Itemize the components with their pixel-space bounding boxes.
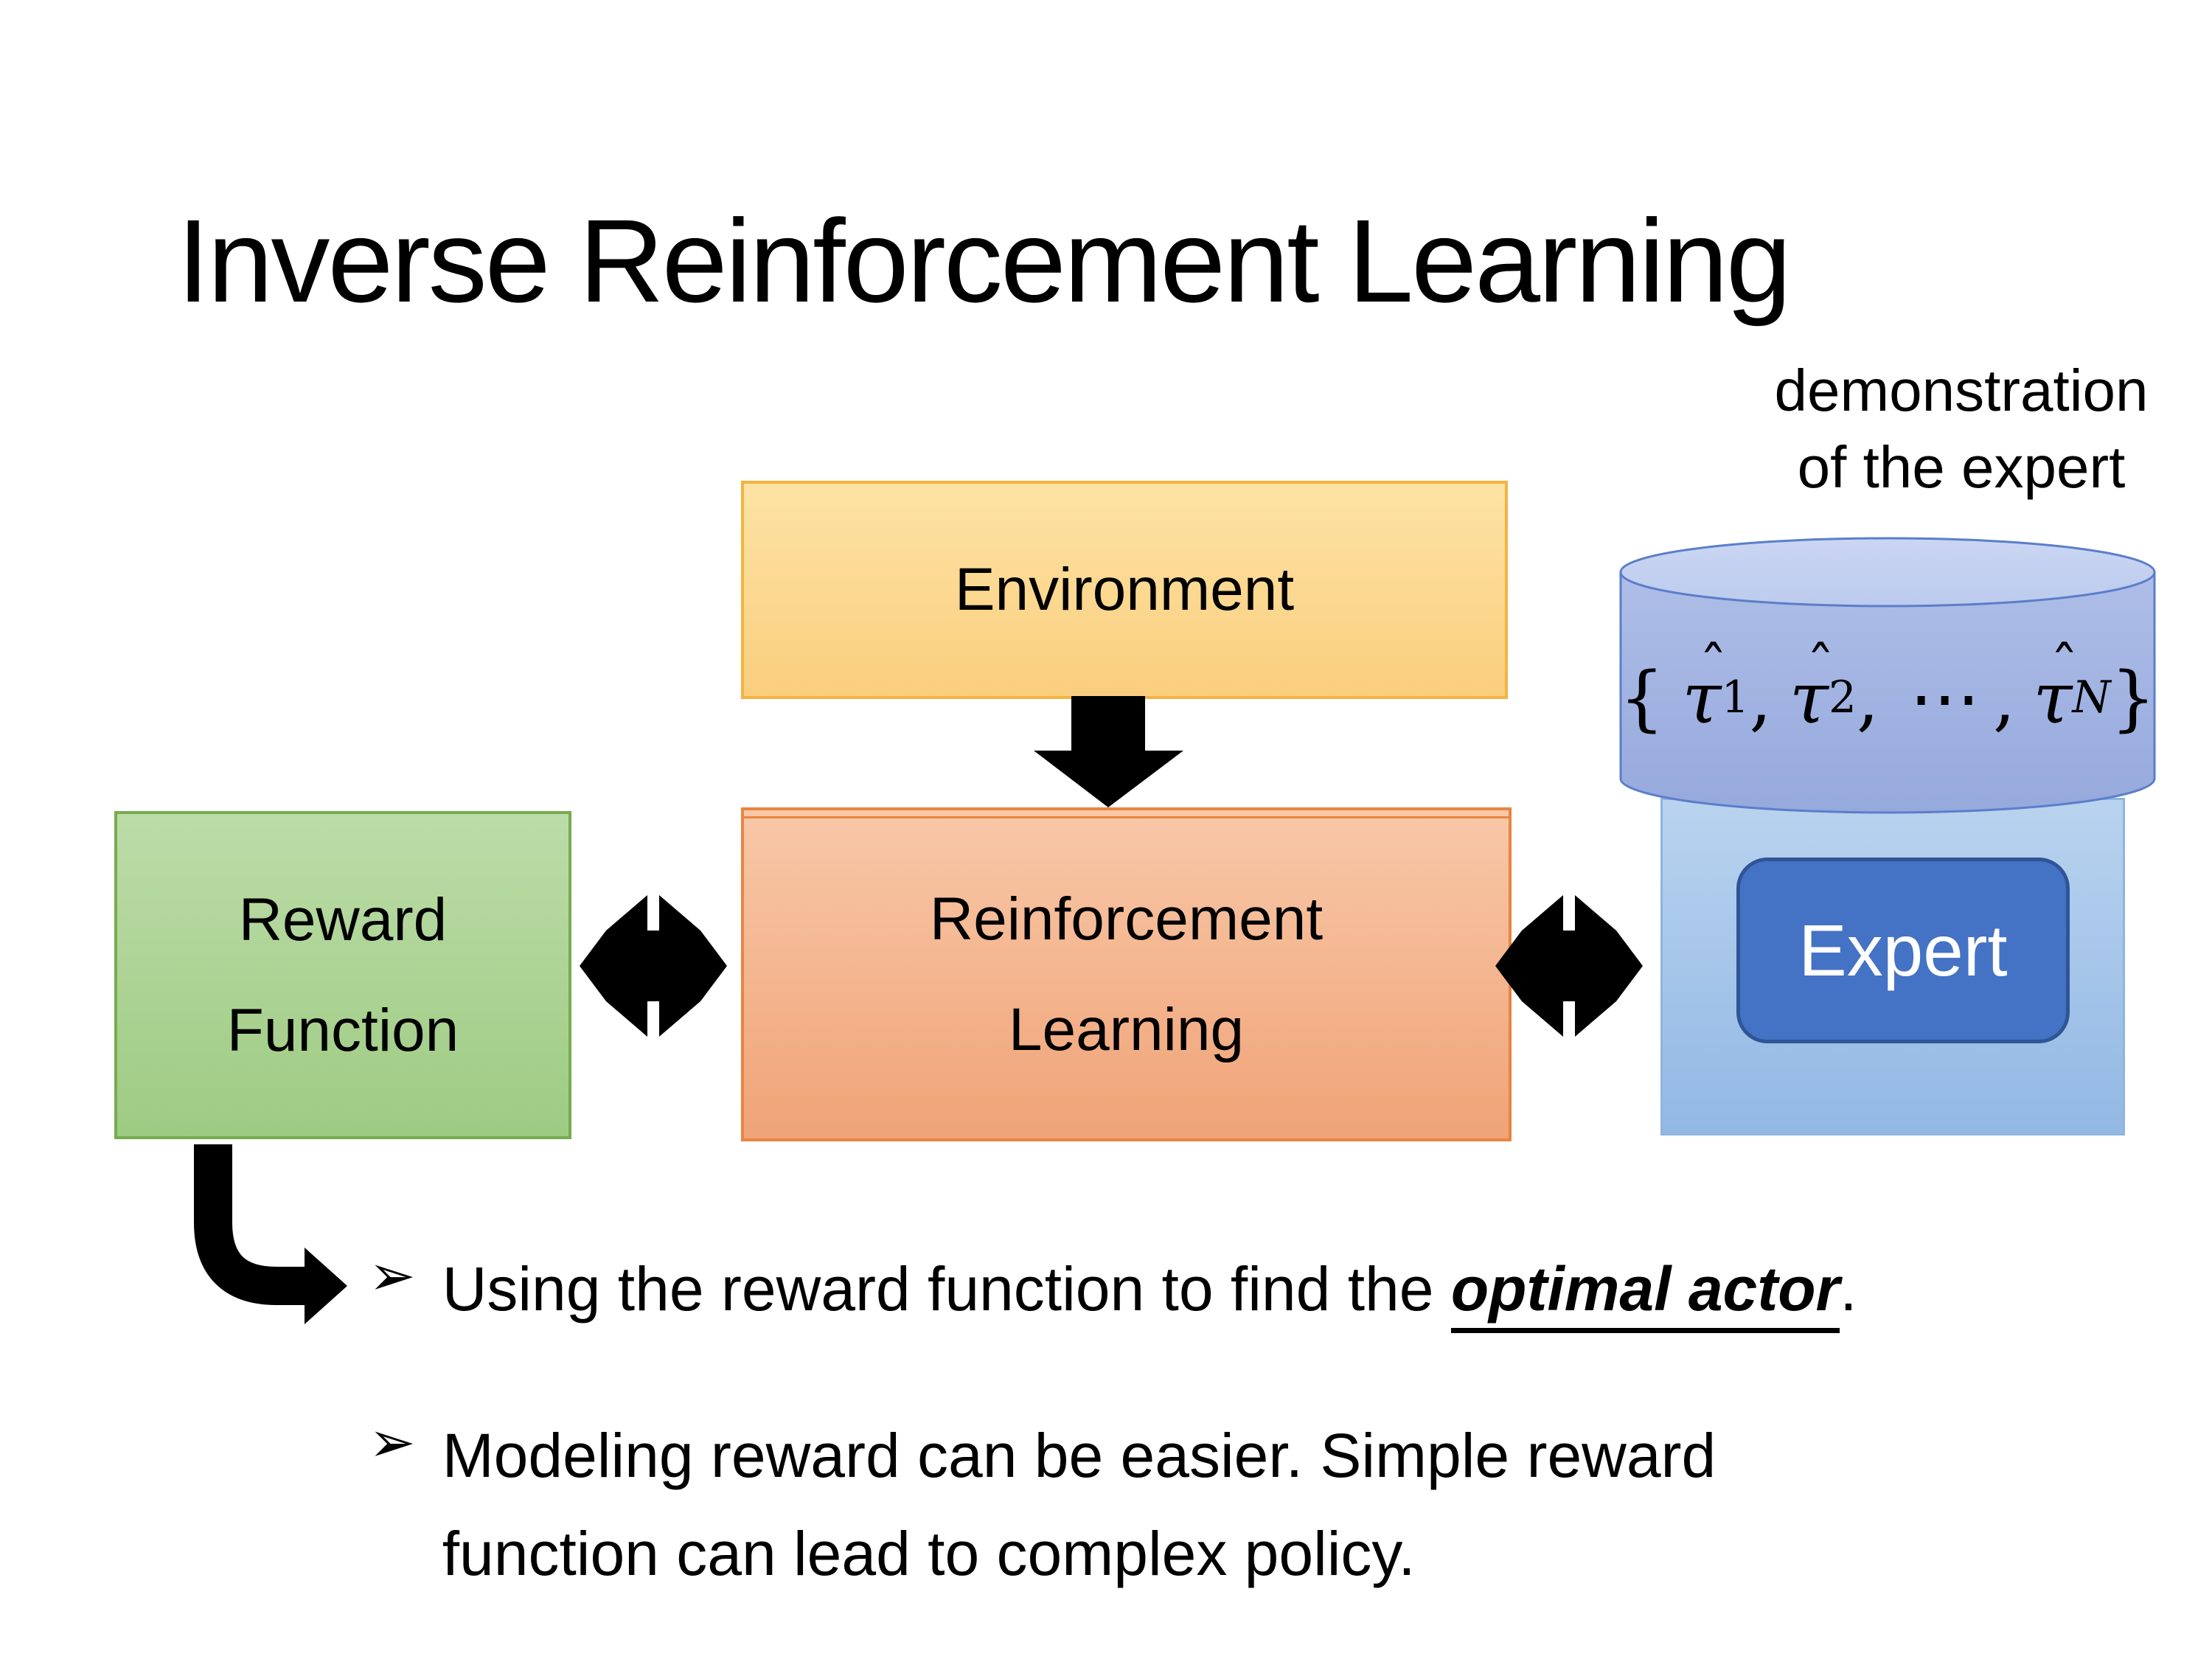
- bullet-1-prefix: Using the reward function to find the: [442, 1254, 1451, 1324]
- comma: ,: [1856, 657, 1879, 740]
- demonstration-database-cylinder: [1619, 537, 2156, 814]
- expert-box: Expert: [1736, 858, 2070, 1043]
- demonstration-caption-line1: demonstration: [1774, 358, 2149, 423]
- down-arrow-icon: [1034, 696, 1183, 807]
- rl-label-line2: Learning: [1008, 995, 1245, 1063]
- arrowhead-bullet-icon: ➢: [369, 1409, 416, 1475]
- reward-label-line2: Function: [226, 996, 459, 1064]
- double-headed-exchange-arrow-icon: [580, 895, 727, 1037]
- bullet-2-text: Modeling reward can be easier. Simple re…: [442, 1407, 1717, 1602]
- double-headed-exchange-arrow-icon: [1495, 895, 1643, 1037]
- bullet-2-line1: Modeling reward can be easier. Simple re…: [442, 1421, 1717, 1490]
- environment-box: Environment: [741, 481, 1508, 699]
- reward-label-line1: Reward: [238, 886, 448, 954]
- bullet-1-suffix: .: [1840, 1254, 1857, 1324]
- elbow-down-right-arrow-icon: [194, 1144, 347, 1324]
- expert-label: Expert: [1798, 909, 2008, 991]
- open-brace: {: [1619, 657, 1665, 740]
- ellipsis-dots: ⋯: [1909, 657, 1980, 740]
- reward-function-box: Reward Function: [114, 811, 571, 1139]
- bullet-1-emphasis: optimal actor: [1450, 1254, 1840, 1333]
- comma: ,: [1749, 657, 1772, 740]
- comma: ,: [1992, 657, 2016, 740]
- bullet-item-1: ➢ Using the reward function to find the …: [369, 1240, 2153, 1338]
- rl-label-line1: Reinforcement: [929, 886, 1324, 953]
- environment-label: Environment: [954, 556, 1295, 623]
- demonstration-caption-line2: of the expert: [1797, 434, 2126, 500]
- rl-box-top-rule: [744, 816, 1509, 818]
- page-title: Inverse Reinforcement Learning: [177, 195, 1792, 327]
- bullet-1-text: Using the reward function to find the op…: [442, 1240, 1857, 1338]
- reinforcement-learning-box: Reinforcement Learning: [741, 807, 1512, 1141]
- arrowhead-bullet-icon: ➢: [369, 1242, 416, 1308]
- close-brace: }: [2110, 657, 2156, 740]
- bullet-2-line2: function can lead to complex policy.: [442, 1518, 1416, 1588]
- bullet-item-2: ➢ Modeling reward can be easier. Simple …: [369, 1407, 1991, 1602]
- demonstration-caption: demonstration of the expert: [1703, 352, 2212, 506]
